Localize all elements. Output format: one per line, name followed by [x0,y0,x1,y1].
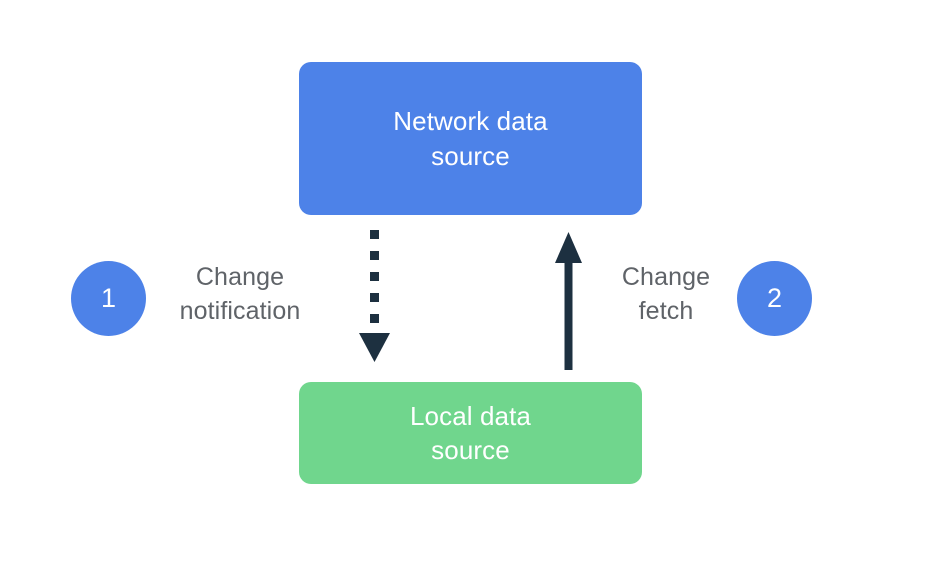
node-local-data-source: Local data source [299,382,642,484]
step-badge-1-number: 1 [100,283,117,313]
solid-up-arrow-icon [555,232,582,370]
dotted-down-arrow-icon [359,230,390,362]
edge-label-change-notification: Change notification [179,263,301,325]
edge-label-change-fetch: Change fetch [621,263,711,325]
node-local-data-source-label: Local data source [410,400,531,465]
node-network-data-source-label: Network data source [393,106,548,171]
step-badge-2-number: 2 [766,283,783,313]
step-badge-1: 1 [71,261,146,336]
step-badge-2: 2 [737,261,812,336]
node-network-data-source: Network data source [299,62,642,215]
